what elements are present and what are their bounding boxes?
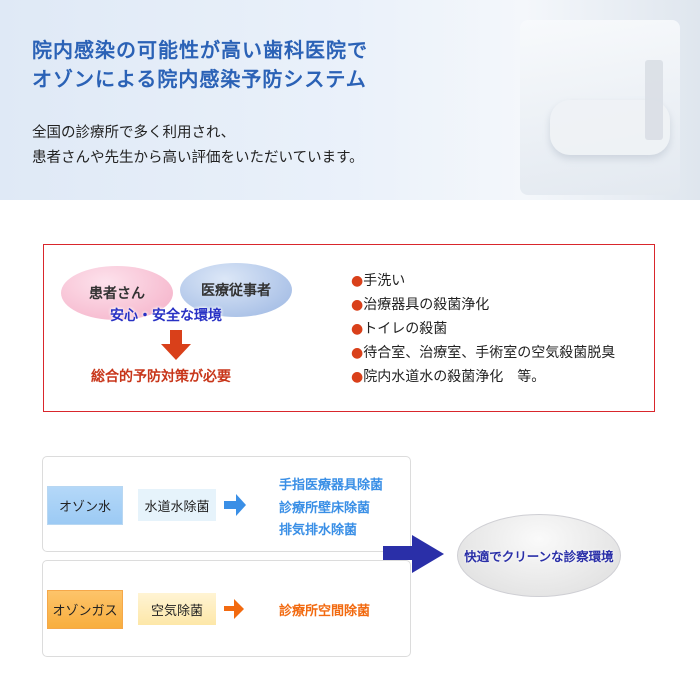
ozone-gas-panel: オゾンガス 空気除菌 診療所空間除菌 [42,560,411,657]
banner-subtitle-line1: 全国の診療所で多く利用され、 [32,125,236,141]
water-result: 手指医療器具除菌 [279,478,384,493]
right-arrow-icon [224,606,236,611]
right-arrow-head-icon [236,494,246,516]
right-arrow-head-icon [234,599,244,619]
big-arrow-head-icon [412,535,444,573]
measure-item: 院内水道水の殺菌浄化 等。 [351,366,545,386]
measure-item: 待合室、治療室、手術室の空気殺菌脱臭 [351,342,615,362]
water-result: 診療所壁床除菌 [279,501,371,516]
dental-unit-image [645,60,663,140]
measure-item: トイレの殺菌 [351,318,447,338]
banner-title-line2: オゾンによる院内感染予防システム [32,67,367,91]
tap-water-tag: 水道水除菌 [138,489,216,521]
banner-title-line1: 院内感染の可能性が高い歯科医院で [32,38,368,62]
measure-item: 手洗い [351,270,405,290]
ozone-gas-label: オゾンガス [52,604,118,619]
staff-label: 医療従事者 [201,283,271,299]
outcome-label: 快適でクリーンな診察環境 [464,549,614,564]
water-result: 排気排水除菌 [279,523,358,538]
patient-label: 患者さん [89,286,145,302]
right-arrow-icon [224,501,236,509]
header-banner: 院内感染の可能性が高い歯科医院で オゾンによる院内感染予防システム 全国の診療所… [0,0,700,200]
banner-subtitle-line2: 患者さんや先生から高い評価をいただいています。 [32,150,364,166]
down-arrow-icon [170,330,182,344]
gas-result: 診療所空間除菌 [279,604,371,619]
tap-water-label: 水道水除菌 [144,499,210,515]
measure-item: 治療器具の殺菌浄化 [351,294,489,314]
staff-ellipse: 医療従事者 [180,263,292,317]
air-sterilization-tag: 空気除菌 [138,593,216,625]
air-sterilization-label: 空気除菌 [150,603,203,619]
patient-ellipse: 患者さん [61,266,173,320]
down-arrow-head-icon [161,344,191,360]
ozone-gas-tag: オゾンガス [47,590,123,629]
ozone-water-panel: オゾン水 水道水除菌 手指医療器具除菌 診療所壁床除菌 排気排水除菌 [42,456,411,552]
ozone-water-label: オゾン水 [58,500,111,515]
safe-environment-label: 安心・安全な環境 [110,308,222,324]
big-arrow-icon [383,546,413,560]
ozone-water-tag: オゾン水 [47,486,123,525]
comprehensive-measures-label: 総合的予防対策が必要 [91,369,231,385]
outcome-ellipse: 快適でクリーンな診察環境 [457,514,621,597]
infection-risk-box: 患者さん 医療従事者 安心・安全な環境 総合的予防対策が必要 手洗い 治療器具の… [43,244,655,412]
